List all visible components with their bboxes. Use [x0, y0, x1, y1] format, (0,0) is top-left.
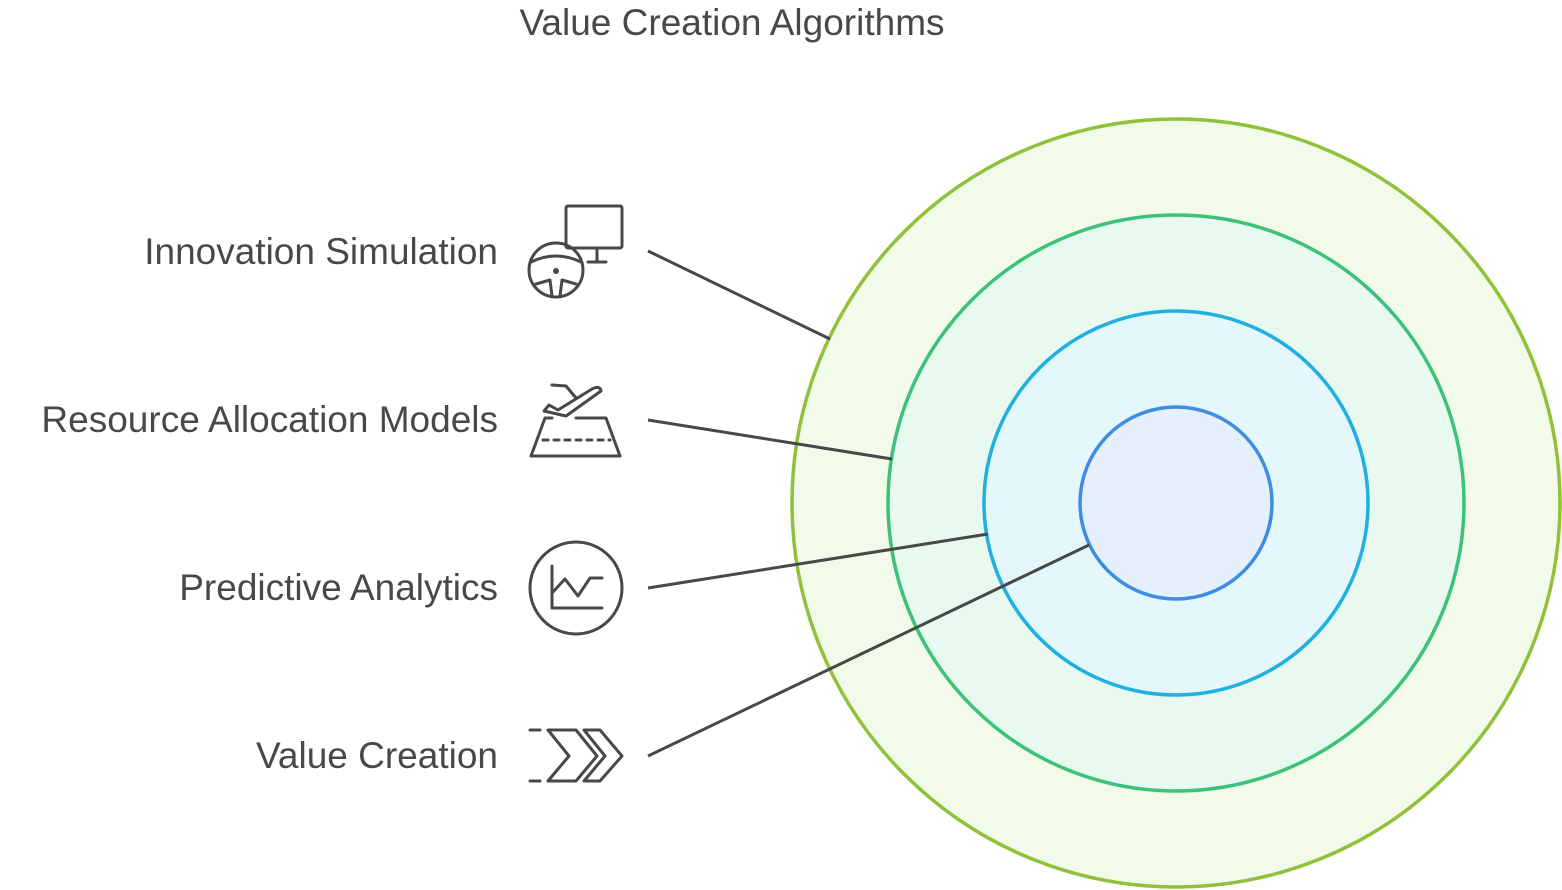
- airplane-departure-icon: [529, 383, 622, 458]
- item-innovation-simulation: Innovation Simulation: [144, 204, 624, 299]
- item-label: Value Creation: [256, 735, 498, 776]
- diagram-title: Value Creation Algorithms: [519, 2, 944, 43]
- connector-value-creation: [647, 543, 1090, 758]
- item-resource-allocation-models: Resource Allocation Models: [41, 383, 622, 458]
- item-label: Predictive Analytics: [179, 567, 498, 608]
- item-label: Resource Allocation Models: [41, 399, 498, 440]
- item-predictive-analytics: Predictive Analytics: [179, 540, 624, 636]
- item-value-creation: Value Creation: [256, 728, 624, 783]
- ring-inner: [1078, 405, 1274, 601]
- connector-resource-allocation-models: [647, 418, 893, 461]
- connectors: [647, 249, 1090, 758]
- item-label: Innovation Simulation: [144, 231, 498, 272]
- concentric-rings: [790, 117, 1562, 889]
- connector-predictive-analytics: [647, 532, 989, 590]
- connector-innovation-simulation: [647, 249, 831, 341]
- steering-wheel-monitor-icon: [527, 204, 624, 299]
- line-chart-circle-icon: [528, 540, 624, 636]
- double-chevron-right-icon: [528, 728, 624, 783]
